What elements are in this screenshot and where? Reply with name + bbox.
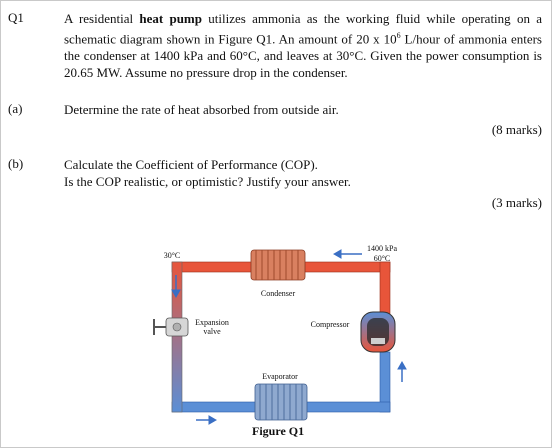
compressor-label: Compressor [310,320,350,329]
part-b-marks: (3 marks) [491,195,542,210]
compressor-icon [360,311,396,353]
expansion-valve-label-line1: Expansion [195,318,229,327]
part-b-line2: Is the COP realistic, or optimistic? Jus… [64,174,351,189]
question-text-bold: heat pump [139,11,202,26]
evaporator-coil [254,383,308,421]
flow-arrow-right [397,360,407,382]
evaporator-label: Evaporator [262,372,298,381]
part-b-text: Calculate the Coefficient of Performance… [64,156,542,190]
part-a-marks: (8 marks) [491,122,542,137]
expansion-valve-icon [153,317,189,337]
expansion-valve-label-line2: valve [203,327,221,336]
question-text-part1: A residential [64,11,140,26]
flow-arrow-top [332,249,362,259]
pipe-right-upper [379,261,391,315]
part-a-text: Determine the rate of heat absorbed from… [64,102,339,117]
question-text: A residential heat pump utilizes ammonia… [64,10,542,81]
part-a-label: (a) [8,101,23,116]
question-number: Q1 [8,10,24,25]
question-text-part3: L/hour of ammonia enters the condenser a… [64,31,542,81]
figure-caption: Figure Q1 [252,424,305,438]
inlet-temp-label: 60°C [373,254,391,263]
outlet-temp-label: 30°C [163,251,181,260]
part-b-line1: Calculate the Coefficient of Performance… [64,157,318,172]
question-text-superscript: 6 [396,31,401,40]
condenser-label: Condenser [260,289,296,298]
pipe-left [171,261,183,413]
condenser-coil [250,249,306,281]
expansion-valve-label: Expansion valve [190,318,234,336]
flow-arrow-left [171,275,181,299]
question-text-part2: utilizes ammonia as the working fluid wh… [64,11,542,47]
flow-arrow-bottom [196,415,218,425]
inlet-pressure-label: 1400 kPa [367,244,397,253]
part-b-label: (b) [8,156,24,171]
